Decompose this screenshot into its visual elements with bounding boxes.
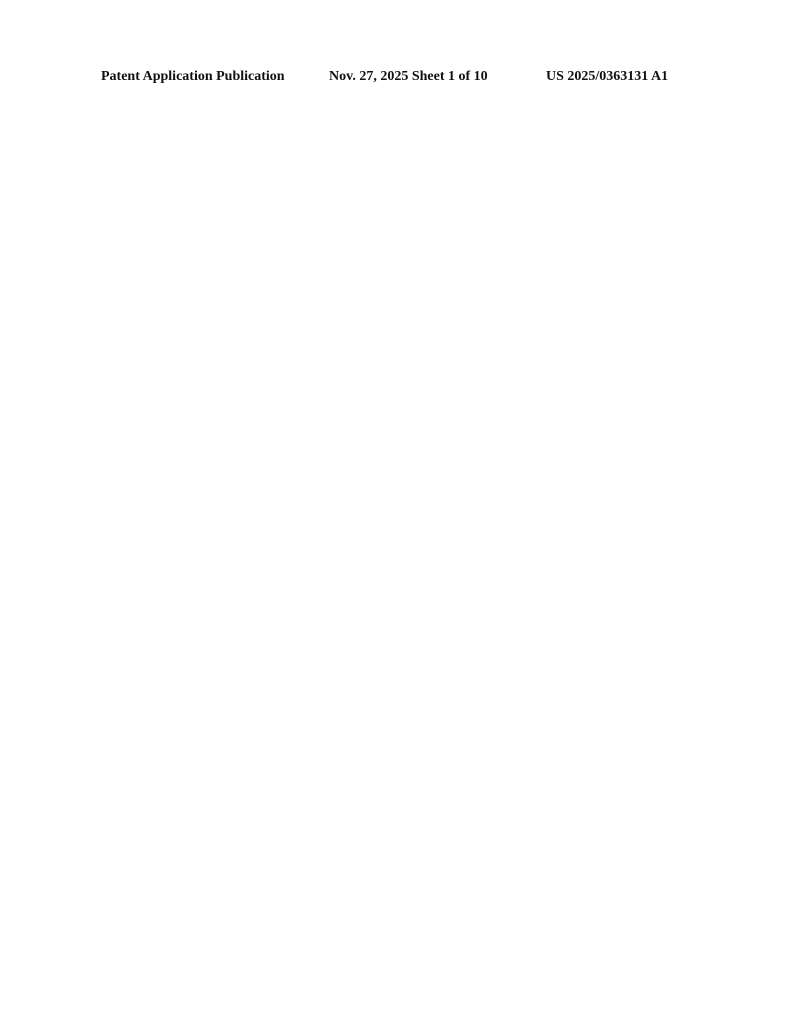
patent-number: US 2025/0363131 A1 [546, 69, 669, 84]
publication-label: Patent Application Publication [101, 69, 285, 84]
date-sheet-label: Nov. 27, 2025 Sheet 1 of 10 [329, 69, 488, 84]
